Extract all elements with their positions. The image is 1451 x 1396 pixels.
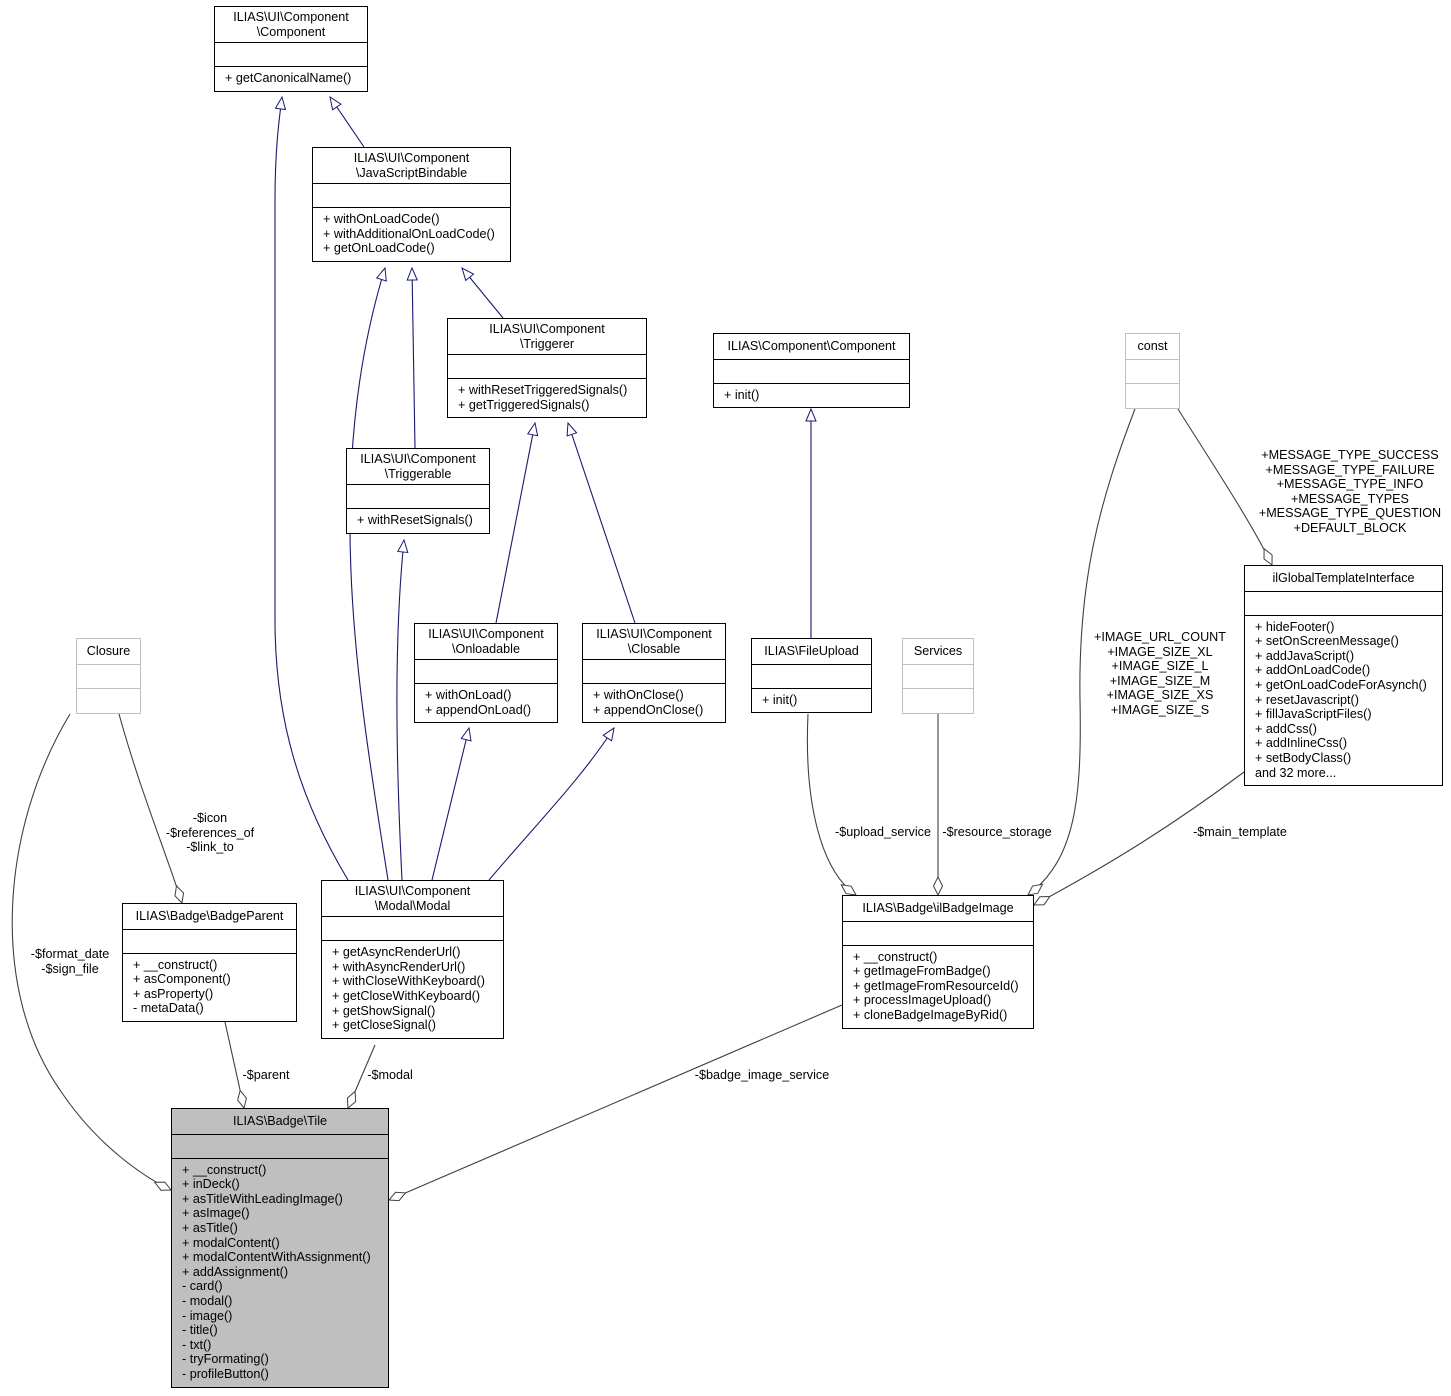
attributes-section bbox=[1126, 358, 1179, 383]
attributes-section bbox=[322, 916, 503, 940]
composition-edge-globaltemplate-to-badgeimage bbox=[1034, 771, 1245, 905]
edge-label-modal-to-tile: -$modal bbox=[367, 1068, 413, 1082]
methods-section bbox=[903, 687, 973, 713]
inheritance-edge-triggerable-to-jsbindable bbox=[412, 268, 415, 449]
attributes-section bbox=[313, 183, 510, 207]
class-name: Services bbox=[913, 644, 963, 658]
composition-edge-closure-to-badgeparent bbox=[118, 713, 182, 903]
methods-section bbox=[1126, 382, 1179, 408]
class-box-tile[interactable]: ILIAS\Badge\Tile + __construct() + inDeck… bbox=[171, 1108, 389, 1388]
class-name: ILIAS\Badge\Tile bbox=[232, 1114, 328, 1128]
attributes-section bbox=[752, 663, 871, 688]
inheritance-edge-jsbindable-to-component bbox=[330, 97, 365, 148]
composition-edge-const-to-globaltemplate bbox=[1177, 408, 1272, 565]
methods-section: + withResetSignals() bbox=[347, 508, 489, 533]
inheritance-edge-modal-to-component bbox=[274, 97, 349, 881]
attributes-section bbox=[448, 354, 646, 378]
class-name: ILIAS\UI\Component \Triggerable bbox=[360, 452, 476, 481]
attributes-section bbox=[903, 663, 973, 688]
composition-edge-const-to-badgeimage bbox=[1028, 408, 1136, 895]
methods-section: + init() bbox=[752, 687, 871, 713]
methods-section: + __construct() + inDeck() + asTitleWith… bbox=[172, 1157, 388, 1387]
edge-label-badgeparent-to-tile: -$parent bbox=[242, 1068, 290, 1082]
class-box-closure[interactable]: Closure bbox=[76, 638, 141, 714]
class-name: ILIAS\UI\Component \Modal\Modal bbox=[354, 884, 471, 913]
inheritance-edge-modal-to-triggerable bbox=[396, 540, 404, 881]
composition-edge-badgeimage-to-tile bbox=[389, 1004, 843, 1200]
methods-section bbox=[77, 687, 140, 713]
class-box-const[interactable]: const bbox=[1125, 333, 1180, 409]
class-box-triggerer[interactable]: ILIAS\UI\Component \Triggerer + withReset… bbox=[447, 318, 647, 419]
edge-label-closure-to-badgeparent: -$icon -$references_of -$link_to bbox=[165, 811, 255, 855]
class-name: ILIAS\Badge\ilBadgeImage bbox=[862, 901, 1014, 915]
class-name: ILIAS\UI\Component \Component bbox=[233, 10, 349, 39]
edge-label-fileupload-to-badgeimage: -$upload_service bbox=[835, 825, 931, 839]
class-box-services[interactable]: Services bbox=[902, 638, 974, 714]
class-box-globaltemplate[interactable]: ilGlobalTemplateInterface + hideFooter() … bbox=[1244, 565, 1443, 787]
edge-label-const-to-globaltemplate: +MESSAGE_TYPE_SUCCESS +MESSAGE_TYPE_FAIL… bbox=[1258, 448, 1442, 535]
edge-label-globaltemplate-to-badgeimage: -$main_template bbox=[1193, 825, 1287, 839]
attributes-section bbox=[123, 928, 296, 953]
methods-section: + hideFooter() + setOnScreenMessage() + … bbox=[1245, 614, 1442, 786]
methods-section: + getAsyncRenderUrl() + withAsyncRenderU… bbox=[322, 940, 503, 1038]
class-name: ILIAS\UI\Component \Closable bbox=[596, 627, 712, 656]
inheritance-edge-triggerer-to-jsbindable bbox=[462, 268, 504, 319]
edge-label-services-to-badgeimage: -$resource_storage bbox=[942, 825, 1052, 839]
inheritance-edge-modal-to-onloadable bbox=[431, 728, 469, 881]
class-name: const bbox=[1137, 339, 1168, 353]
class-box-component[interactable]: ILIAS\UI\Component \Component + getCanoni… bbox=[214, 6, 368, 92]
composition-edge-fileupload-to-badgeimage bbox=[806, 713, 856, 895]
composition-edge-closure-to-tile bbox=[11, 713, 171, 1190]
class-name: ilGlobalTemplateInterface bbox=[1272, 571, 1415, 585]
class-box-onloadable[interactable]: ILIAS\UI\Component \Onloadable + withOnLo… bbox=[414, 623, 558, 724]
class-box-modal[interactable]: ILIAS\UI\Component \Modal\Modal + getAsyn… bbox=[321, 880, 504, 1039]
edge-label-const-to-badgeimage: +IMAGE_URL_COUNT +IMAGE_SIZE_XL +IMAGE_S… bbox=[1094, 630, 1226, 717]
class-name: ILIAS\UI\Component \Onloadable bbox=[428, 627, 544, 656]
class-name: Closure bbox=[86, 644, 131, 658]
composition-edge-badgeparent-to-tile bbox=[224, 1021, 244, 1108]
attributes-section bbox=[583, 659, 725, 683]
attributes-section bbox=[347, 484, 489, 508]
attributes-section bbox=[172, 1133, 388, 1158]
attributes-section bbox=[1245, 590, 1442, 615]
class-box-badgeparent[interactable]: ILIAS\Badge\BadgeParent + __construct() +… bbox=[122, 903, 297, 1022]
inheritance-edge-onloadable-to-triggerer bbox=[495, 423, 535, 624]
inheritance-edge-modal-to-closable bbox=[488, 728, 614, 881]
class-name: ILIAS\UI\Component \Triggerer bbox=[489, 322, 605, 351]
class-box-fileupload[interactable]: ILIAS\FileUpload + init() bbox=[751, 638, 872, 714]
inheritance-edge-closable-to-triggerer bbox=[568, 423, 636, 624]
methods-section: + __construct() + asComponent() + asProp… bbox=[123, 952, 296, 1021]
attributes-section bbox=[215, 42, 367, 66]
edge-label-badgeimage-to-tile: -$badge_image_service bbox=[694, 1068, 830, 1082]
attributes-section bbox=[415, 659, 557, 683]
methods-section: + withOnLoadCode() + withAdditionalOnLoa… bbox=[313, 207, 510, 261]
methods-section: + __construct() + getImageFromBadge() + … bbox=[843, 944, 1033, 1028]
methods-section: + withOnClose() + appendOnClose() bbox=[583, 683, 725, 722]
methods-section: + getCanonicalName() bbox=[215, 66, 367, 91]
class-box-closable[interactable]: ILIAS\UI\Component \Closable + withOnClos… bbox=[582, 623, 726, 724]
class-box-triggerable[interactable]: ILIAS\UI\Component \Triggerable + withRes… bbox=[346, 448, 490, 534]
class-name: ILIAS\UI\Component \JavaScriptBindable bbox=[353, 151, 470, 180]
methods-section: + withResetTriggeredSignals() + getTrigg… bbox=[448, 378, 646, 417]
class-name: ILIAS\Badge\BadgeParent bbox=[135, 909, 284, 923]
attributes-section bbox=[77, 663, 140, 688]
attributes-section bbox=[714, 358, 909, 383]
class-name: ILIAS\FileUpload bbox=[764, 644, 859, 658]
class-box-corecomponent[interactable]: ILIAS\Component\Component + init() bbox=[713, 333, 910, 409]
methods-section: + withOnLoad() + appendOnLoad() bbox=[415, 683, 557, 722]
attributes-section bbox=[843, 920, 1033, 945]
class-box-jsbindable[interactable]: ILIAS\UI\Component \JavaScriptBindable + … bbox=[312, 147, 511, 262]
class-box-badgeimage[interactable]: ILIAS\Badge\ilBadgeImage + __construct() … bbox=[842, 895, 1034, 1029]
methods-section: + init() bbox=[714, 382, 909, 408]
edge-label-closure-to-tile: -$format_date -$sign_file bbox=[30, 947, 110, 976]
class-name: ILIAS\Component\Component bbox=[727, 339, 896, 353]
composition-edge-modal-to-tile bbox=[348, 1044, 376, 1108]
inheritance-edge-modal-to-jsbindable bbox=[349, 268, 389, 881]
